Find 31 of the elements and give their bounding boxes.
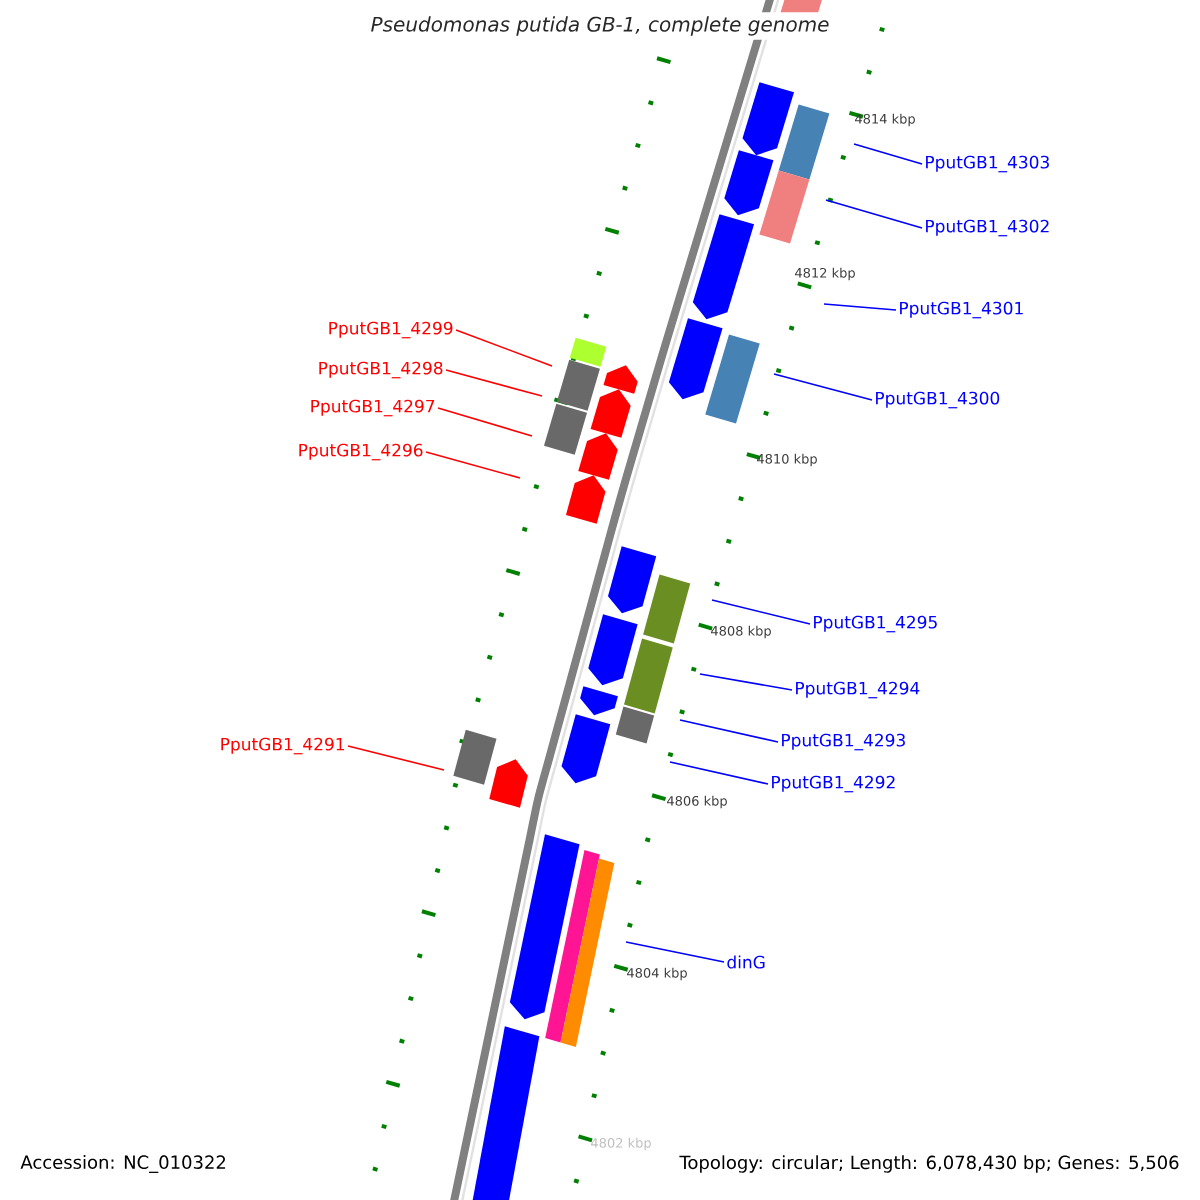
leader-line: [699, 673, 793, 691]
gene-label: PputGB1_4291: [221, 737, 345, 755]
gene-label: PputGB1_4302: [926, 219, 1049, 237]
leader-line: [437, 407, 533, 437]
gene-label: PputGB1_4301: [900, 301, 1023, 319]
leader-line: [455, 329, 553, 367]
leader-line: [625, 941, 725, 963]
gene-label: PputGB1_4295: [814, 615, 937, 633]
leader-line: [679, 719, 779, 743]
gene-label: PputGB1_4297: [311, 399, 435, 417]
leader-line: [853, 143, 923, 165]
leader-line: [347, 745, 445, 771]
gene-label: PputGB1_4299: [329, 321, 453, 339]
gene-label: PputGB1_4298: [319, 361, 443, 379]
leader-line: [669, 761, 769, 785]
gene-label: PputGB1_4293: [782, 733, 905, 751]
gene-label: dinG: [727, 955, 765, 969]
gene-label: PputGB1_4292: [772, 775, 895, 793]
leader-line: [823, 303, 897, 311]
accession-text: Accession: NC_010322: [20, 1155, 226, 1173]
gene-label: PputGB1_4296: [299, 443, 423, 461]
leader-line: [445, 369, 543, 397]
leader-line: [825, 199, 923, 229]
genome-info-text: Topology: circular; Length: 6,078,430 bp; Genes: 5,506: [677, 1153, 1182, 1175]
leader-line: [711, 599, 811, 625]
title: Pseudomonas putida GB-1, complete genome: [366, 12, 834, 40]
gene-label: PputGB1_4303: [926, 155, 1049, 173]
gene-label: PputGB1_4300: [876, 391, 1000, 409]
gene-label: PputGB1_4294: [796, 681, 920, 699]
leader-line: [425, 451, 521, 479]
leader-line: [773, 373, 873, 401]
